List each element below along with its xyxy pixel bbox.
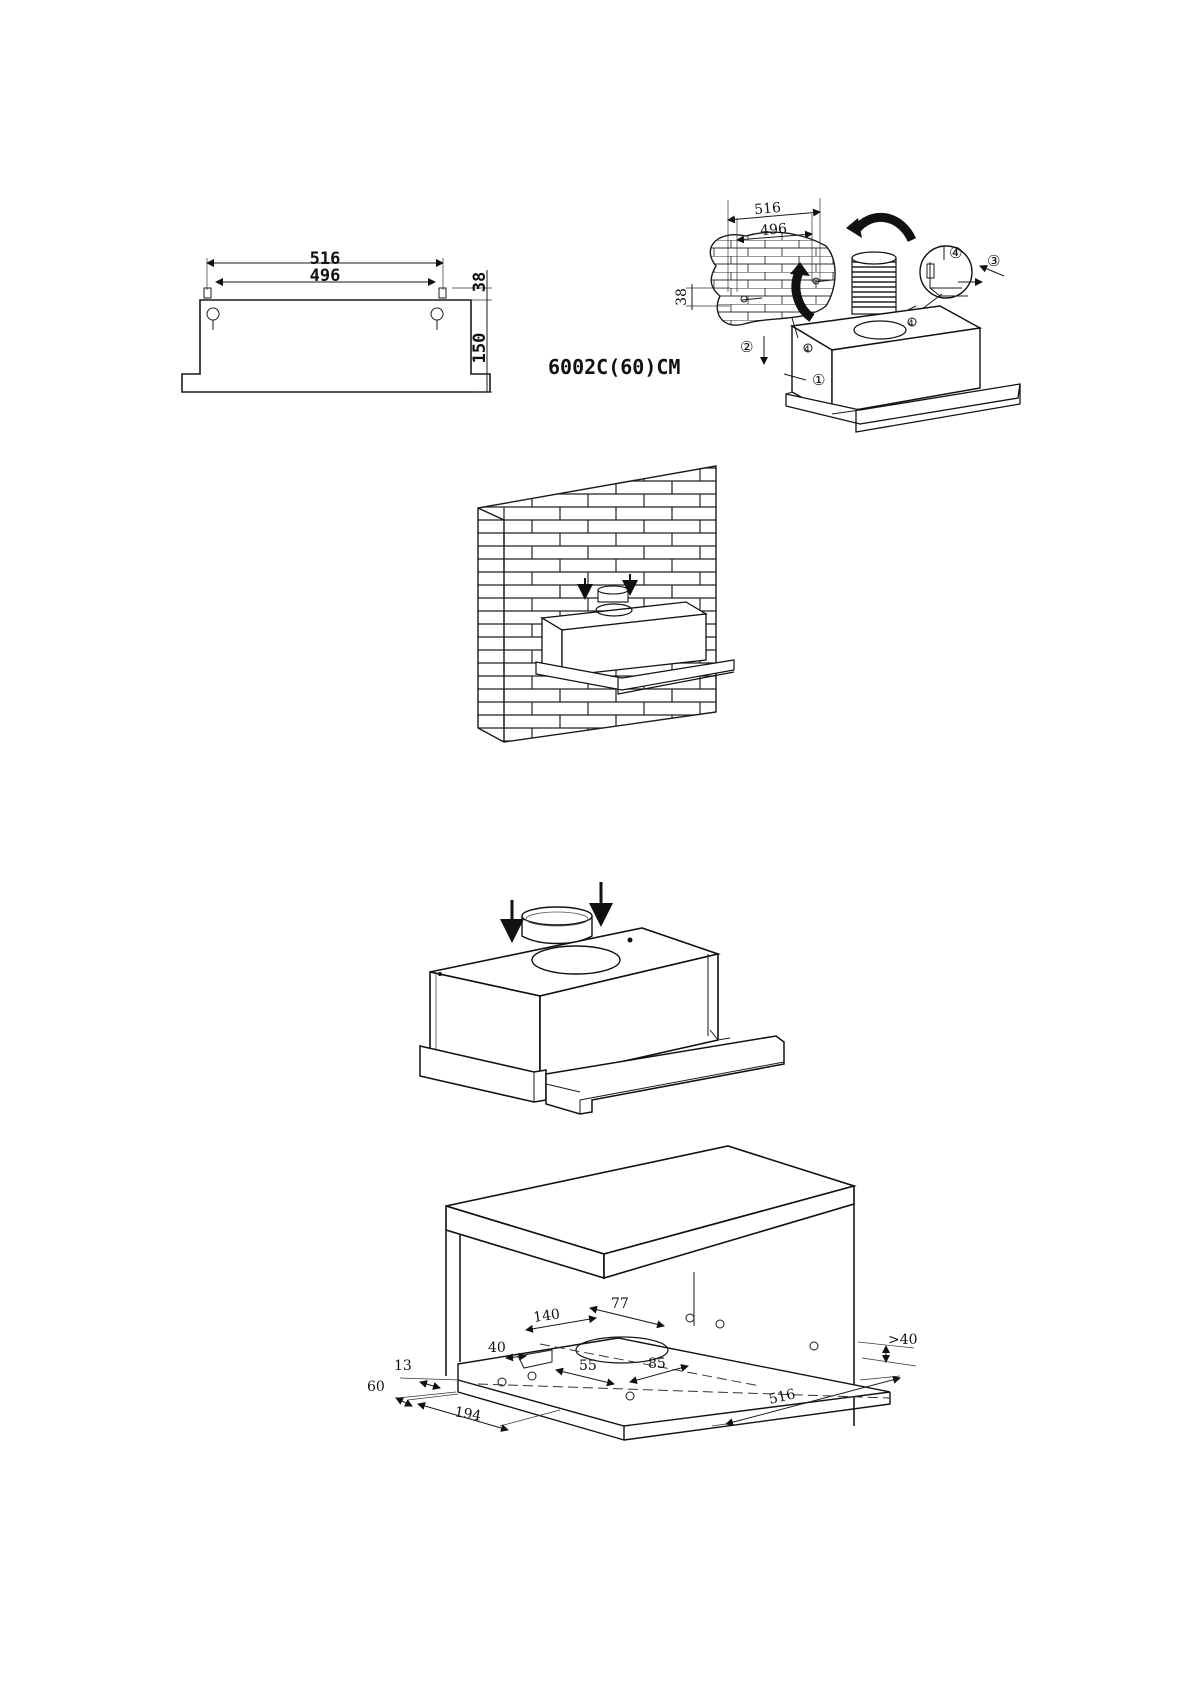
keyhole-slot-left [207,308,219,330]
bracket-detail-circle [920,246,972,298]
hood-outline [182,300,490,392]
front-elevation-figure: 516 496 38 150 [182,249,492,392]
dim-194-label: 194 [453,1404,482,1424]
svg-text:4: 4 [908,319,914,329]
dim-40-right-label: >40 [888,1332,918,1348]
cabinet-cutout-figure: 140 77 40 55 85 13 60 194 516 >40 [367,1146,918,1440]
fig2-dim-496-label: 496 [760,221,788,239]
exploded-installation-figure: 516 496 38 ④ ③ [674,198,1020,432]
mount-bracket-left [204,288,211,298]
wall-patch [710,232,835,325]
fig2-dim-516-label: 516 [754,200,782,218]
step-1-label: ① [812,371,825,389]
dim-38-label: 38 [470,272,490,292]
model-label: 6002C(60)CM [548,355,680,379]
dim-85-label: 85 [648,1356,666,1372]
dim-55-label: 55 [579,1358,597,1374]
dim-77-label: 77 [611,1296,629,1312]
keyhole-slot-right [431,308,443,330]
curved-arrow-right [856,217,912,240]
dim-496-label: 496 [310,266,341,286]
dim-140-label: 140 [532,1306,561,1326]
hood-iso-figure [420,882,784,1114]
step-3-label: ③ [987,252,1000,270]
step-4-label: ④ [949,244,962,262]
dim-60-label: 60 [367,1379,385,1395]
hood-body-iso: 4 4 [786,306,1020,432]
dim-150-label: 150 [470,333,490,364]
wall-mounted-figure [478,466,734,742]
mount-bracket-right [439,288,446,298]
step-2-label: ② [740,338,753,356]
fig2-dim-38-label: 38 [674,288,690,306]
svg-text:4: 4 [804,345,810,355]
dim-13-label: 13 [394,1358,412,1374]
dim-40-left-label: 40 [488,1340,506,1356]
